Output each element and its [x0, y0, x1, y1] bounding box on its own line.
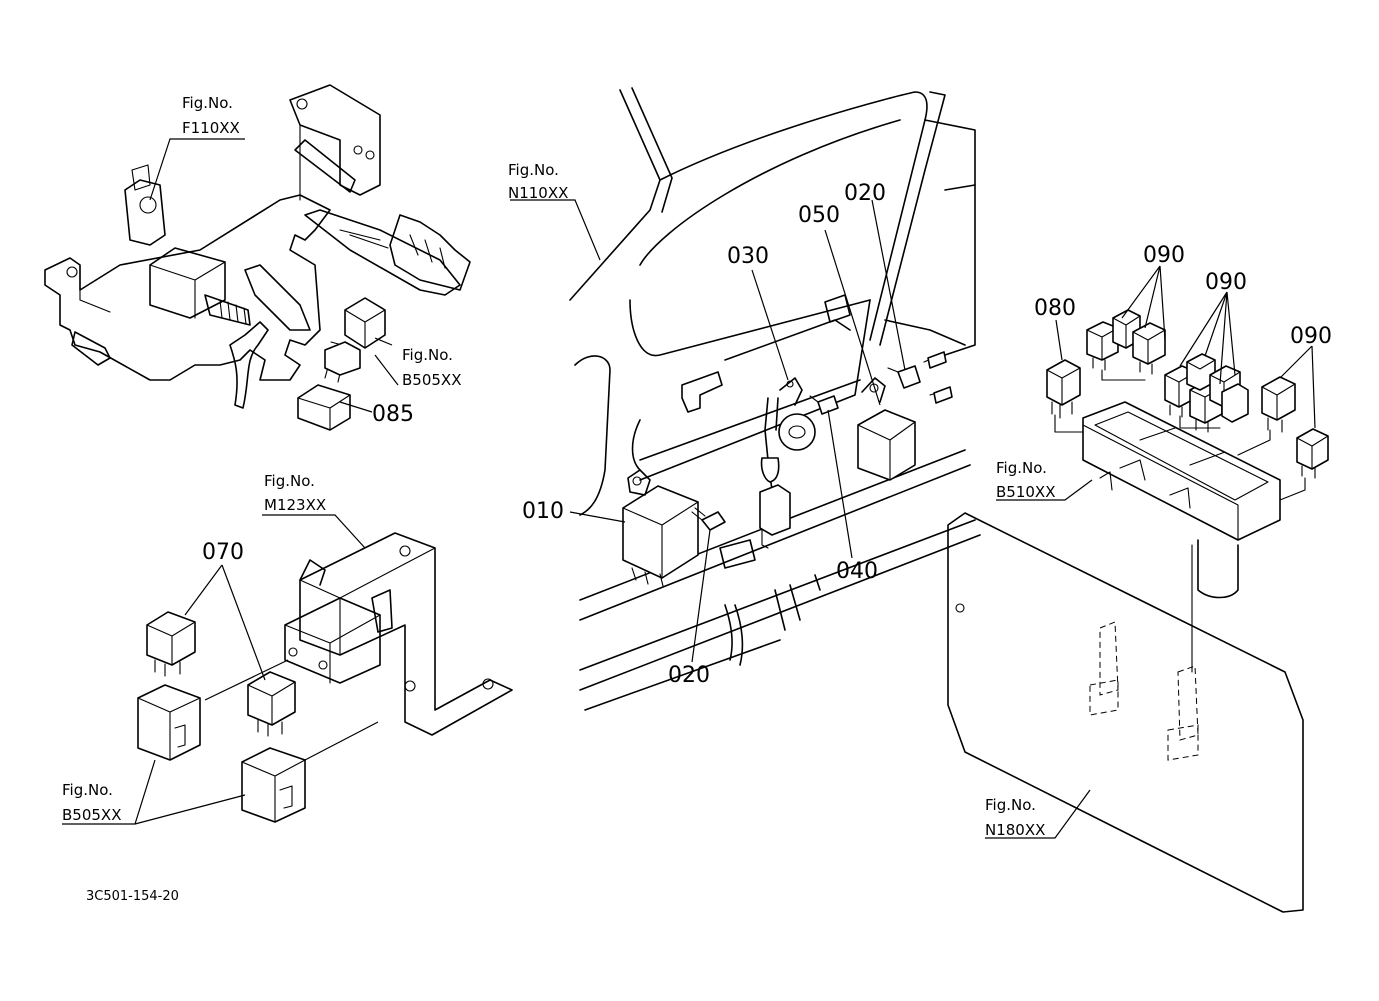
- part-number-070: 070: [202, 540, 244, 565]
- leader-080: [1055, 319, 1063, 361]
- part-number-040: 040: [836, 559, 878, 584]
- leader-F110XX: [149, 138, 245, 201]
- panel-assembly-center: [569, 87, 981, 711]
- fig-ref-F110XX-title: Fig.No.: [182, 94, 233, 112]
- leader-090-c: [1279, 345, 1316, 429]
- part-number-090-a: 090: [1143, 243, 1185, 268]
- leader-socket-link: [204, 659, 379, 761]
- leader-030: [751, 269, 789, 381]
- fig-ref-M123XX-code: M123XX: [264, 496, 326, 514]
- fig-ref-N110XX-title: Fig.No.: [508, 161, 559, 179]
- leader-B505XX-top: [374, 337, 399, 386]
- part-number-085: 085: [372, 402, 414, 427]
- fig-ref-N180XX-title: Fig.No.: [985, 796, 1036, 814]
- leader-N180XX: [985, 789, 1091, 839]
- leader-085: [339, 401, 373, 413]
- leader-B505XX-bottom: [62, 759, 246, 825]
- part-number-090-b: 090: [1205, 270, 1247, 295]
- leader-090-a: [1121, 265, 1166, 341]
- leader-070: [184, 564, 266, 681]
- leader-020-upper: [871, 199, 906, 371]
- leader-M123XX: [262, 514, 366, 549]
- relay-bracket-bottom-left: [137, 532, 513, 823]
- fig-ref-B505XX-bottom-title: Fig.No.: [62, 781, 113, 799]
- fig-ref-M123XX-title: Fig.No.: [264, 472, 315, 490]
- bracket-assembly-top-left: [44, 84, 471, 431]
- part-number-080: 080: [1034, 296, 1076, 321]
- part-number-020-lower: 020: [668, 663, 710, 688]
- leader-090-b: [1179, 291, 1236, 385]
- leader-020-lower: [691, 529, 711, 663]
- leader-040: [827, 409, 853, 559]
- part-number-020-upper: 020: [844, 181, 886, 206]
- relay-box-assembly-right: [947, 309, 1329, 913]
- part-number-010: 010: [522, 499, 564, 524]
- fig-ref-B505XX-bottom-code: B505XX: [62, 806, 121, 824]
- part-number-030: 030: [727, 244, 769, 269]
- part-number-050: 050: [798, 203, 840, 228]
- leader-N110XX: [510, 199, 601, 261]
- fig-ref-B505XX-top-title: Fig.No.: [402, 346, 453, 364]
- drawing-code: 3C501-154-20: [86, 889, 179, 904]
- leader-B510XX: [996, 479, 1093, 501]
- fig-ref-B510XX-code: B510XX: [996, 483, 1055, 501]
- part-number-090-c: 090: [1290, 324, 1332, 349]
- leader-050: [824, 229, 881, 406]
- fig-ref-N110XX-code: N110XX: [508, 184, 568, 202]
- fig-ref-B510XX-title: Fig.No.: [996, 459, 1047, 477]
- fig-ref-B505XX-top-code: B505XX: [402, 371, 461, 389]
- leader-010: [569, 511, 626, 523]
- fig-ref-N180XX-code: N180XX: [985, 821, 1045, 839]
- fig-ref-F110XX-code: F110XX: [182, 119, 240, 137]
